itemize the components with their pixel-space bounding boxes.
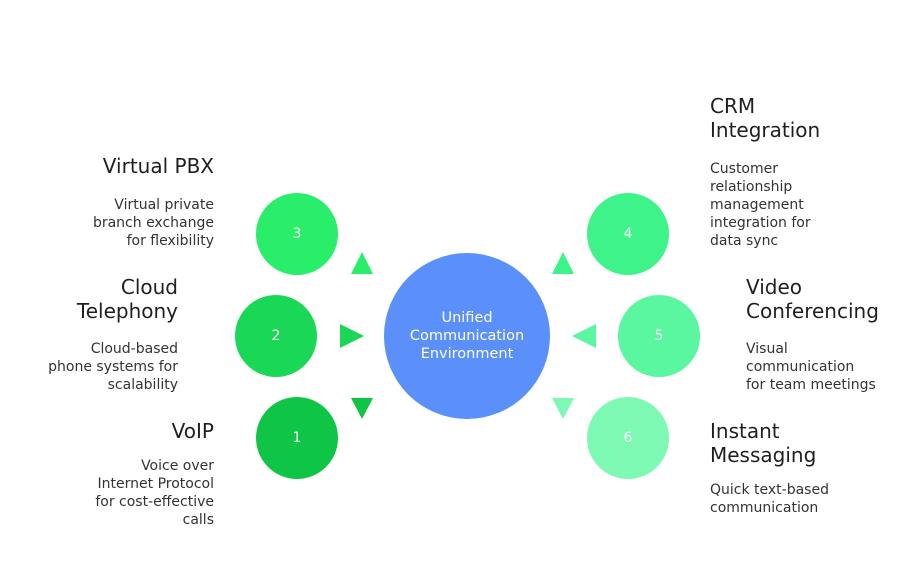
node-5-number: 5 [654, 328, 664, 344]
center-node: Unified Communication Environment [384, 253, 550, 419]
node-5-circle: 5 [618, 295, 700, 377]
node-6-description: Quick text-based communication [710, 482, 829, 516]
node-3-circle: 3 [256, 193, 338, 275]
node-2-description: Cloud-based phone systems for scalabilit… [48, 341, 178, 393]
node-1-description: Voice over Internet Protocol for cost-ef… [95, 458, 214, 528]
arrow-up-left [351, 252, 373, 274]
node-6-title: Instant Messaging [710, 419, 817, 467]
node-2-title: Cloud Telephony [76, 275, 178, 323]
node-6-number: 6 [623, 430, 633, 446]
center-label: Unified Communication Environment [409, 310, 525, 362]
arrow-up-right [552, 252, 574, 274]
node-3-description: Virtual private branch exchange for flex… [92, 197, 214, 249]
node-2-number: 2 [271, 328, 281, 344]
node-4-number: 4 [623, 226, 633, 242]
node-5-title: Video Conferencing [746, 275, 879, 323]
node-4-title: CRM Integration [710, 94, 821, 142]
node-5-description: Visual communication for team meetings [746, 341, 876, 393]
node-2-circle: 2 [235, 295, 317, 377]
arrow-right [340, 324, 364, 348]
node-1-number: 1 [292, 430, 302, 446]
node-4-circle: 4 [587, 193, 669, 275]
node-3-number: 3 [292, 226, 302, 242]
node-1-circle: 1 [256, 397, 338, 479]
node-6-circle: 6 [587, 397, 669, 479]
arrow-down-left [351, 398, 373, 419]
node-1-title: VoIP [171, 419, 214, 443]
node-4-description: Customer relationship management integra… [710, 161, 811, 249]
arrow-down-right [552, 398, 574, 419]
arrow-left [572, 324, 596, 348]
node-3-title: Virtual PBX [102, 154, 214, 178]
